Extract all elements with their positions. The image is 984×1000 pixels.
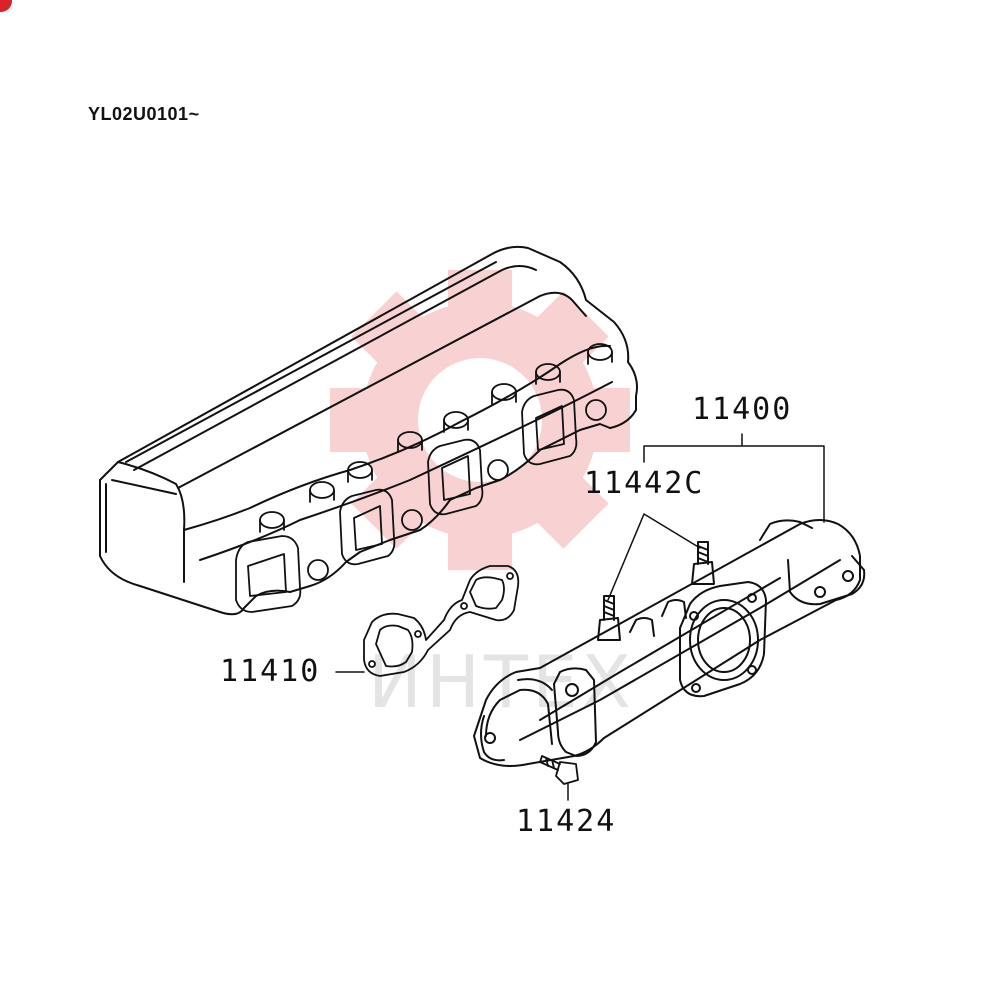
cylinder-head [99,245,638,616]
exhaust-manifold [473,519,866,767]
callout-stud: 11442C [584,466,705,501]
callout-gasket: 11410 [220,654,321,689]
leader-lines [335,433,825,801]
callout-exhaust-manifold: 11400 [692,392,793,427]
serial-range-label: YL02U0101~ [88,104,200,124]
gasket [363,565,520,677]
callout-bolt: 11424 [516,804,617,839]
bolt [539,755,579,785]
